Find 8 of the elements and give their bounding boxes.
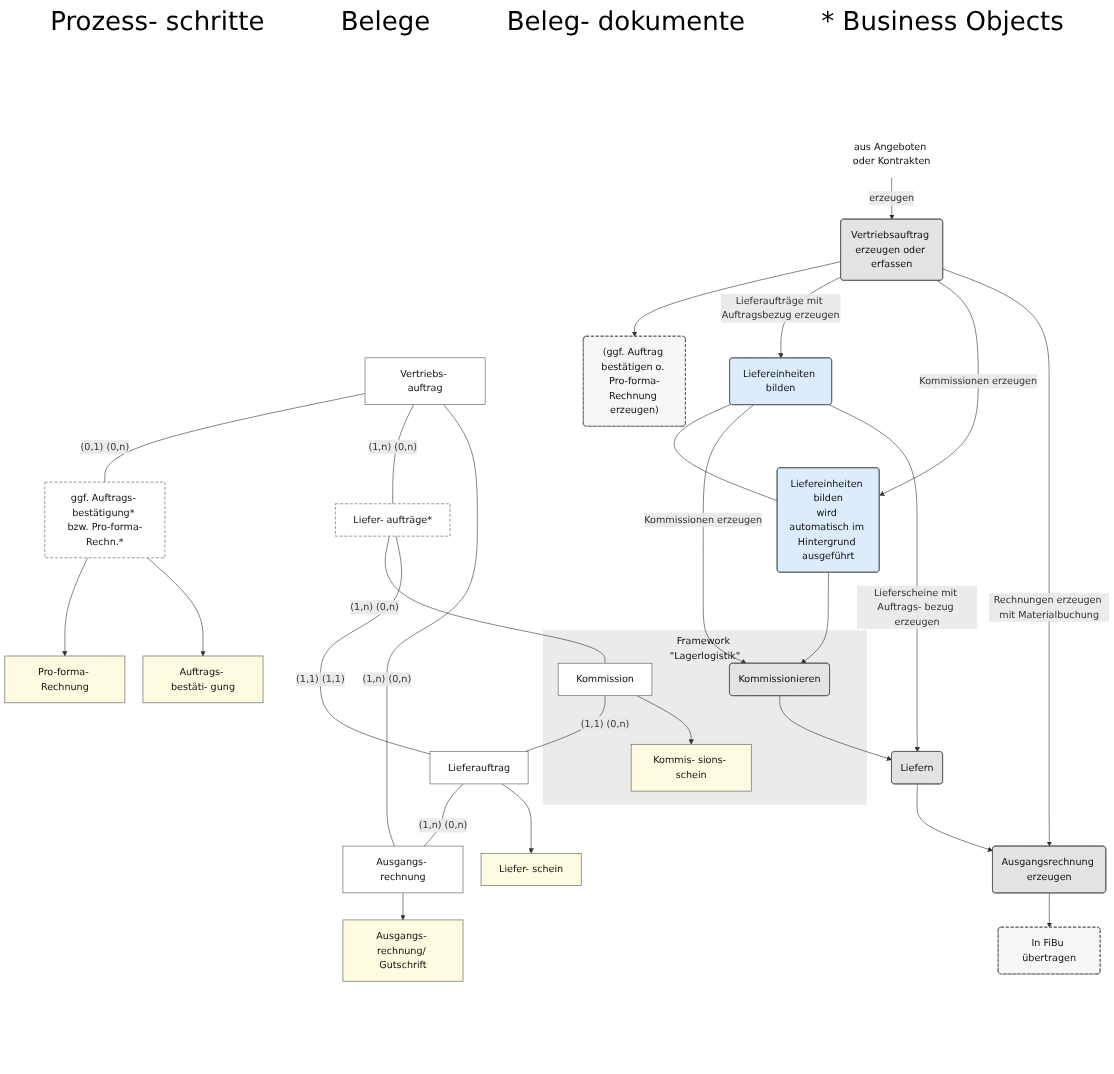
heading-text: Prozess- schritte xyxy=(50,8,265,38)
heading-text: Belege xyxy=(340,8,431,38)
connector xyxy=(104,393,366,483)
heading-text: * Business Objects xyxy=(821,8,1064,38)
connector xyxy=(673,403,778,502)
connector xyxy=(384,535,606,664)
heading-text: Beleg- dokumente xyxy=(506,8,745,38)
connector xyxy=(320,535,431,755)
